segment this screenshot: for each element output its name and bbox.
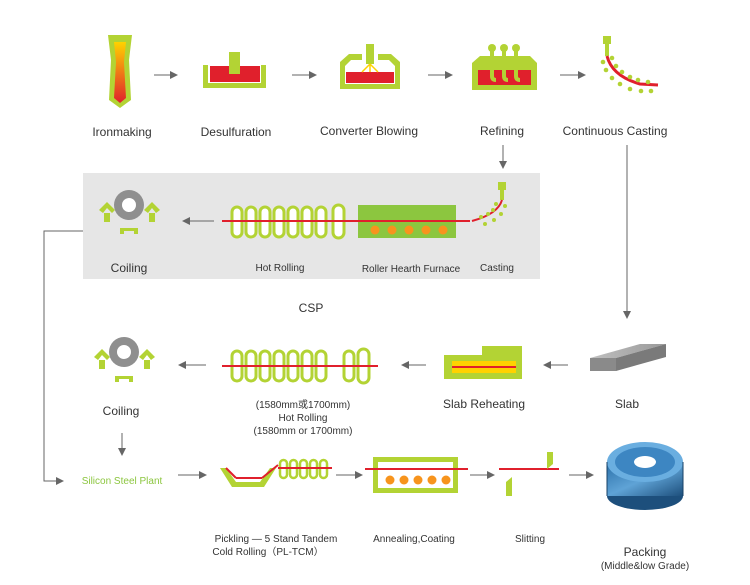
- pickling-tcm-icon: [220, 458, 332, 487]
- label-ironmaking: Ironmaking: [92, 125, 152, 139]
- label-hot-rolling-line1: (1580mm或1700mm): [255, 400, 351, 411]
- slab-reheating-icon: [444, 346, 522, 379]
- coiler-icon: [94, 337, 155, 382]
- label-csp-coiling: Coiling: [110, 261, 148, 275]
- label-packing-line1: Packing: [623, 545, 667, 559]
- label-slab: Slab: [614, 397, 640, 411]
- annealing-coating-icon: [365, 457, 468, 493]
- label-converter-blowing: Converter Blowing: [319, 124, 419, 138]
- steel-coil-icon: [606, 442, 684, 510]
- label-hot-rolling-line3: (1580mm or 1700mm): [253, 426, 353, 437]
- label-pickling-line1: Pickling — 5 Stand Tandem: [214, 534, 338, 545]
- slitting-icon: [499, 452, 559, 496]
- label-hot-rolling-line2: Hot Rolling: [278, 413, 328, 424]
- continuous-casting-icon: [600, 36, 659, 94]
- label-continuous-casting: Continuous Casting: [562, 124, 668, 138]
- label-annealing-coating: Annealing,Coating: [373, 534, 455, 545]
- label-casting: Casting: [480, 263, 514, 274]
- label-roller-hearth-furnace: Roller Hearth Furnace: [361, 264, 461, 275]
- refining-icon: [472, 44, 537, 90]
- label-desulfuration: Desulfuration: [200, 125, 272, 139]
- label-csp-hot-rolling: Hot Rolling: [255, 263, 305, 274]
- hot-rolling-icon: [222, 347, 378, 385]
- label-slab-reheating: Slab Reheating: [442, 397, 526, 411]
- desulfuration-icon: [203, 52, 266, 88]
- csp-casting-icon: [471, 182, 507, 226]
- converter-blowing-icon: [340, 44, 400, 89]
- label-refining: Refining: [479, 124, 525, 138]
- label-csp: CSP: [298, 301, 324, 315]
- connector-csp-to-silicon-plant: [43, 230, 83, 485]
- label-packing-line2: (Middle&low Grade): [600, 561, 690, 572]
- roller-hearth-furnace-icon: [347, 205, 470, 238]
- label-pickling-line2: Cold Rolling（PL-TCM）: [212, 547, 324, 558]
- csp-coiler-icon: [99, 190, 160, 234]
- label-silicon-steel-plant: Silicon Steel Plant: [81, 476, 163, 487]
- ironmaking-icon: [108, 35, 132, 108]
- label-coiling: Coiling: [102, 404, 140, 418]
- slab-icon: [590, 344, 666, 371]
- csp-hot-rolling-icon: [222, 203, 347, 240]
- label-slitting: Slitting: [514, 534, 546, 545]
